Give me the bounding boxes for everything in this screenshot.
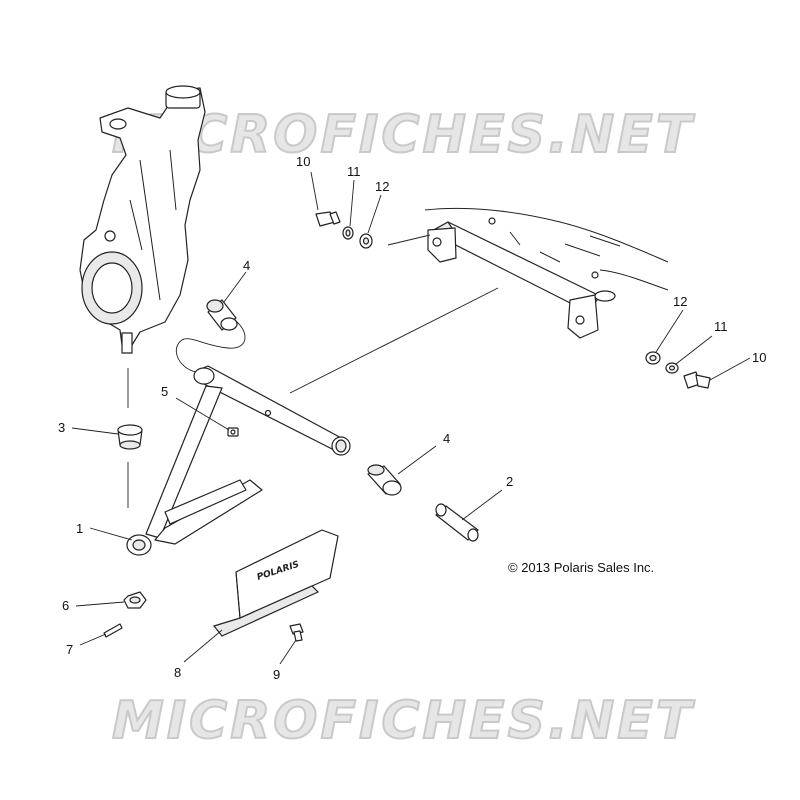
callout-6: 6 [62,598,69,613]
washer-11-right [665,362,679,374]
callout-5: 5 [161,384,168,399]
assembly-lines [127,287,499,508]
bolt-10-right [683,371,711,389]
cotter-pin-7 [103,623,123,638]
callout-2: 2 [506,474,513,489]
callout-12-top: 12 [375,179,389,194]
callout-4-top: 4 [243,258,250,273]
callout-4-bottom: 4 [443,431,450,446]
bolt-9 [289,623,304,642]
callout-7: 7 [66,642,73,657]
callout-9: 9 [273,667,280,682]
copyright-notice: © 2013 Polaris Sales Inc. [508,560,654,575]
bushing-4-bottom [367,464,402,496]
callout-12-right: 12 [673,294,687,309]
watermark-bottom-outline: MICROFICHES.NET [112,691,695,751]
leader-lines [71,171,751,665]
watermark-top: MICROFICHES.NET MICROFICHES.NET [111,104,695,166]
a-arm [126,365,351,556]
callout-3: 3 [58,420,65,435]
callout-10-right: 10 [752,350,766,365]
callouts: 1 2 3 4 4 5 6 7 8 9 10 11 12 10 11 12 [58,154,766,682]
bolt-10-top [315,211,341,227]
washer-11-top [342,226,354,240]
steering-knuckle [79,85,206,354]
callout-10-top: 10 [296,154,310,169]
washer-12-right [645,351,661,365]
callout-8: 8 [174,665,181,680]
bolt-5 [227,427,239,437]
callout-11-top: 11 [347,164,361,179]
nut-6 [123,591,147,609]
callout-11-right: 11 [714,319,728,334]
svg-text:MICROFICHES.NET: MICROFICHES.NET [112,691,695,751]
washer-12-top [359,233,373,249]
frame-crossmember [387,207,669,339]
watermark-bottom: MICROFICHES.NET MICROFICHES.NET [111,690,695,752]
guard-8: POLARIS [212,529,339,637]
bushing-3 [117,424,143,450]
callout-1: 1 [76,521,83,536]
bushing-4-top [206,299,238,331]
pivot-tube-2 [435,503,479,542]
watermark-top-outline: MICROFICHES.NET [112,105,695,165]
svg-text:MICROFICHES.NET: MICROFICHES.NET [112,105,695,165]
